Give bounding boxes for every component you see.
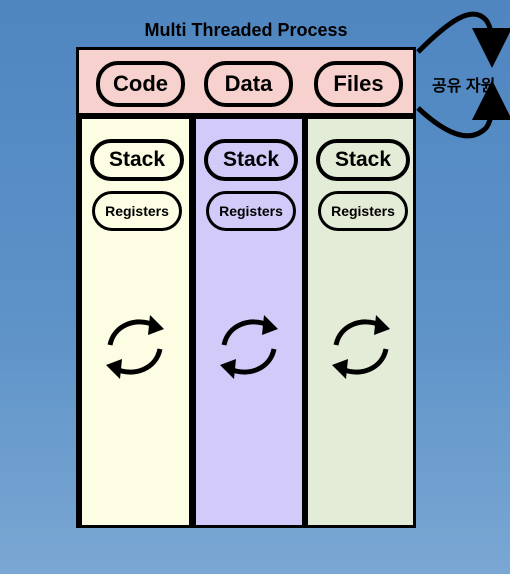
- thread-1-registers: Registers: [92, 191, 182, 231]
- data-resource: Data: [204, 61, 293, 107]
- cycle-arrows-icon: [106, 315, 164, 379]
- diagram-title: Multi Threaded Process: [144, 20, 348, 40]
- thread-2-stack: Stack: [204, 139, 298, 181]
- thread-3: Stack Registers: [308, 119, 413, 525]
- upper-curved-arrow-icon: [416, 11, 510, 68]
- thread-1: Stack Registers: [82, 119, 189, 525]
- threads-area: Stack Registers Stack Registers Stack Re…: [76, 113, 416, 528]
- thread-3-registers: Registers: [318, 191, 408, 231]
- thread-2-registers: Registers: [206, 191, 296, 231]
- cycle-arrows-icon: [220, 315, 278, 379]
- shared-resource-arrows: [416, 11, 510, 139]
- files-resource: Files: [314, 61, 403, 107]
- thread-3-stack: Stack: [316, 139, 410, 181]
- thread-1-stack: Stack: [90, 139, 184, 181]
- code-resource: Code: [96, 61, 185, 107]
- shared-resources-box: Code Data Files: [76, 47, 416, 119]
- shared-resources-label: 공유 자원: [432, 78, 496, 95]
- cycle-arrows-icon: [332, 315, 390, 379]
- lower-curved-arrow-icon: [416, 80, 510, 139]
- thread-2: Stack Registers: [196, 119, 302, 525]
